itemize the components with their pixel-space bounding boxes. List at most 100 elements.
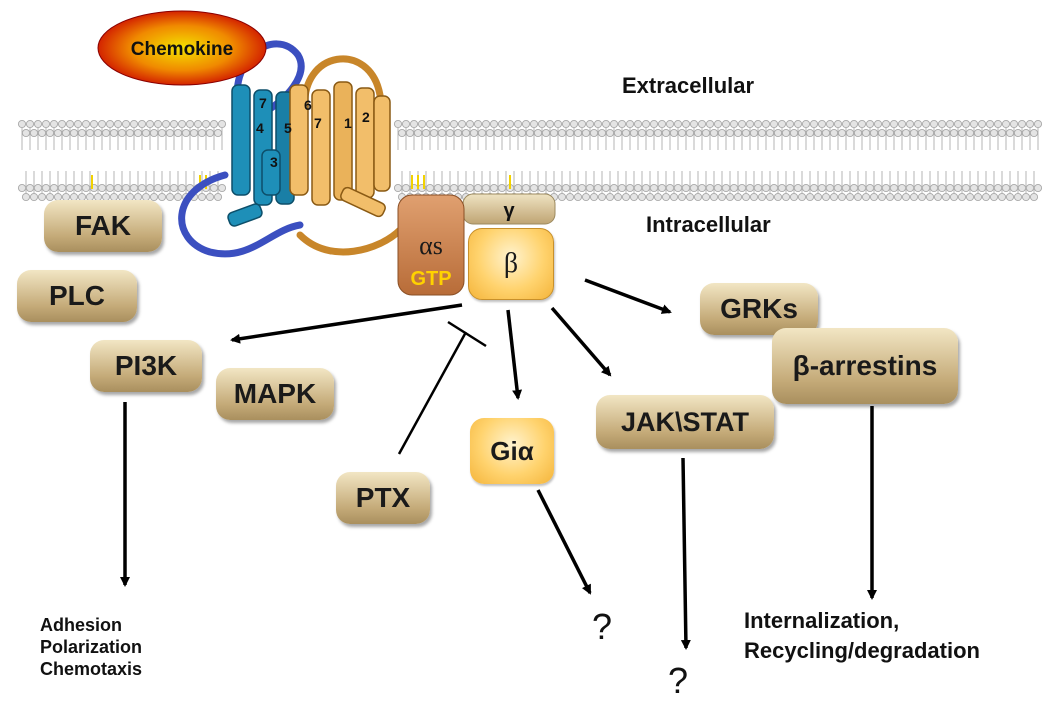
lipid-head bbox=[761, 119, 771, 129]
lipid-head bbox=[1013, 128, 1023, 138]
lipid-head bbox=[693, 128, 703, 138]
lipid-head bbox=[137, 119, 147, 129]
lipid-head bbox=[977, 119, 987, 129]
lipid-head bbox=[21, 192, 31, 202]
lipid-head bbox=[177, 119, 187, 129]
lipid-head bbox=[825, 119, 835, 129]
lipid-head bbox=[209, 183, 219, 193]
lipid-head bbox=[605, 192, 615, 202]
lipid-head bbox=[553, 183, 563, 193]
lipid-head bbox=[805, 128, 815, 138]
lipid-head bbox=[989, 128, 999, 138]
lipid-head bbox=[165, 128, 175, 138]
lipid-head bbox=[157, 192, 167, 202]
lipid-head bbox=[901, 128, 911, 138]
lipid-head bbox=[885, 128, 895, 138]
lipid-head bbox=[585, 119, 595, 129]
lipid-head bbox=[697, 183, 707, 193]
lipid-head bbox=[737, 119, 747, 129]
lipid-head bbox=[457, 183, 467, 193]
lipid-head bbox=[489, 119, 499, 129]
lipid-head bbox=[505, 119, 515, 129]
lipid-head bbox=[609, 183, 619, 193]
lipid-head bbox=[765, 192, 775, 202]
lipid-head bbox=[501, 128, 511, 138]
lipid-head bbox=[929, 119, 939, 129]
lipid-head bbox=[669, 128, 679, 138]
lipid-head bbox=[449, 119, 459, 129]
outcome-item: Internalization, bbox=[744, 608, 900, 633]
lipid-head bbox=[645, 192, 655, 202]
lipid-head bbox=[893, 192, 903, 202]
lipid-head bbox=[621, 192, 631, 202]
lipid-head bbox=[925, 192, 935, 202]
lipid-head bbox=[721, 183, 731, 193]
lipid-head bbox=[981, 192, 991, 202]
outcome-item: Adhesion bbox=[40, 615, 123, 635]
helix-number: 3 bbox=[270, 154, 278, 170]
lipid-head bbox=[685, 192, 695, 202]
helix-number: 5 bbox=[284, 120, 292, 136]
lipid-head bbox=[25, 119, 35, 129]
lipid-head bbox=[433, 183, 443, 193]
lipid-head bbox=[213, 128, 223, 138]
lipid-head bbox=[849, 119, 859, 129]
lipid-head bbox=[1033, 119, 1043, 129]
lipid-head bbox=[173, 128, 183, 138]
lipid-head bbox=[453, 128, 463, 138]
lipid-head bbox=[433, 119, 443, 129]
lipid-head bbox=[29, 128, 39, 138]
lipid-head bbox=[973, 192, 983, 202]
lipid-head bbox=[705, 183, 715, 193]
lipid-head bbox=[937, 119, 947, 129]
lipid-head bbox=[521, 119, 531, 129]
lipid-head bbox=[573, 192, 583, 202]
lipid-head bbox=[933, 192, 943, 202]
lipid-head bbox=[897, 119, 907, 129]
lipid-head bbox=[881, 183, 891, 193]
lipid-head bbox=[577, 183, 587, 193]
lipid-head bbox=[1029, 192, 1039, 202]
lipid-head bbox=[565, 192, 575, 202]
arrow-to-pi3k bbox=[230, 303, 463, 344]
lipid-head bbox=[977, 183, 987, 193]
lipid-head bbox=[513, 183, 523, 193]
lipid-head bbox=[57, 183, 67, 193]
lipid-head bbox=[21, 128, 31, 138]
lipid-head bbox=[881, 119, 891, 129]
lipid-head bbox=[741, 192, 751, 202]
lipid-head bbox=[649, 183, 659, 193]
lipid-head bbox=[153, 119, 163, 129]
lipid-head bbox=[905, 119, 915, 129]
lipid-head bbox=[833, 183, 843, 193]
lipid-head bbox=[493, 128, 503, 138]
lipid-head bbox=[165, 192, 175, 202]
arrow-to-gi bbox=[506, 309, 523, 400]
lipid-head bbox=[965, 192, 975, 202]
lipid-head bbox=[797, 128, 807, 138]
lipid-head bbox=[473, 119, 483, 129]
lipid-head bbox=[941, 192, 951, 202]
chemokine-ligand bbox=[97, 10, 267, 86]
lipid-head bbox=[649, 119, 659, 129]
lipid-head bbox=[745, 183, 755, 193]
lipid-head bbox=[785, 119, 795, 129]
grks-box: GRKs bbox=[700, 283, 818, 335]
lipid-head bbox=[777, 119, 787, 129]
lipid-head bbox=[181, 128, 191, 138]
lipid-head bbox=[685, 128, 695, 138]
lipid-head bbox=[65, 183, 75, 193]
lipid-head bbox=[661, 128, 671, 138]
lipid-head bbox=[513, 119, 523, 129]
lipid-head bbox=[681, 183, 691, 193]
alpha-subunit bbox=[397, 194, 465, 296]
lipid-head bbox=[585, 183, 595, 193]
lipid-head bbox=[989, 192, 999, 202]
lipid-head bbox=[857, 183, 867, 193]
plc-box: PLC bbox=[17, 270, 137, 322]
lipid-head bbox=[897, 183, 907, 193]
lipid-head bbox=[825, 183, 835, 193]
lipid-head bbox=[917, 128, 927, 138]
lipid-head bbox=[725, 128, 735, 138]
